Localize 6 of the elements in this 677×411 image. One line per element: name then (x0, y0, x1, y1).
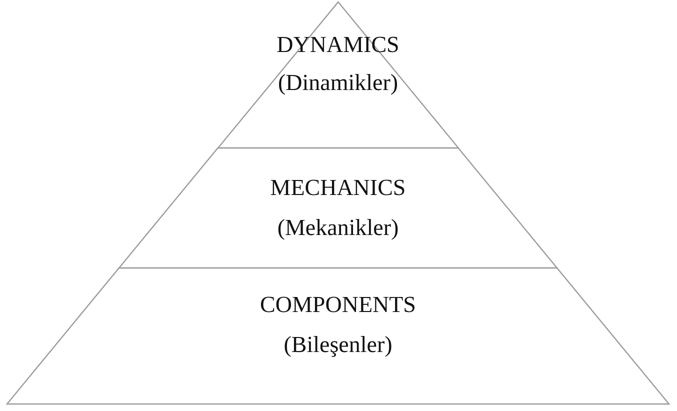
tier-title: DYNAMICS (276, 32, 400, 58)
tier-subtitle: (Bileşenler) (284, 332, 392, 358)
tier-subtitle: (Dinamikler) (278, 70, 398, 96)
tier-title: COMPONENTS (260, 292, 416, 318)
tier-title: MECHANICS (270, 175, 406, 201)
tier-subtitle: (Mekanikler) (277, 215, 399, 241)
